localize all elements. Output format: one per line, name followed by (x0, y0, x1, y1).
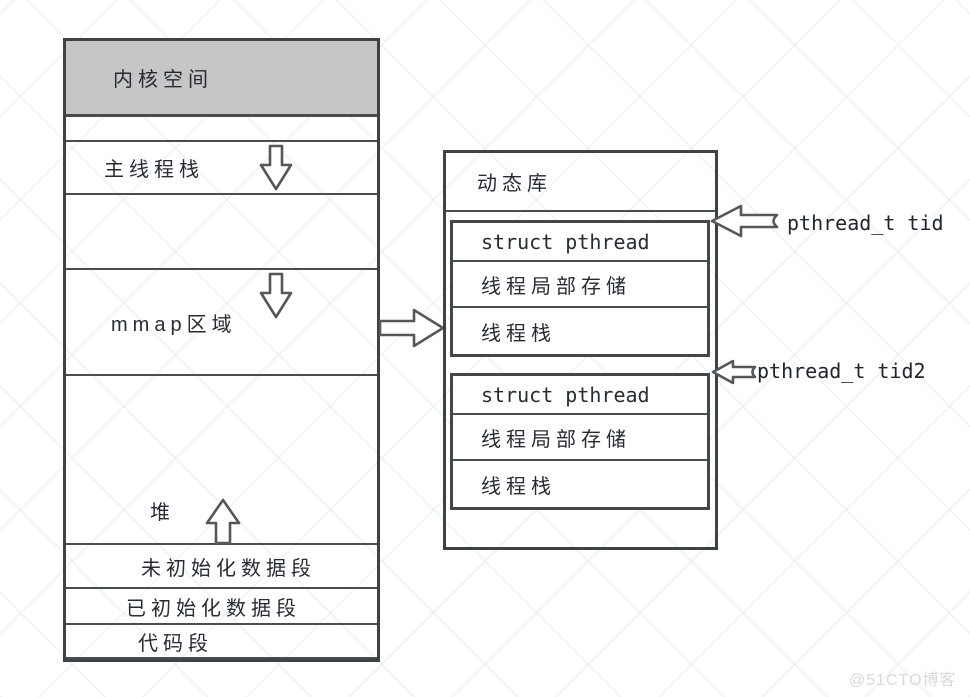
segment-mmap-area: mmap区域 (66, 270, 377, 376)
struct-pthread-row: struct pthread (453, 376, 707, 415)
dynamic-library-box: 动态库 struct pthread 线程局部存储 线程栈 struct pth… (443, 150, 718, 550)
mmap-grow-down-arrow-icon (259, 272, 293, 319)
segment-gap (66, 195, 377, 270)
segment-label: 堆 (150, 502, 175, 524)
segment-code: 代码段 (66, 625, 377, 659)
thread-stack-row: 线程栈 (453, 308, 707, 354)
process-address-space-box: 内核空间 主线程栈 mmap区域 堆 未初始化数据段 已初始化数据段 代码段 (63, 38, 380, 662)
segment-label: 已初始化数据段 (126, 597, 301, 620)
row-label: 线程局部存储 (481, 275, 631, 298)
pthread-tid-label: pthread_t tid (787, 211, 944, 235)
thread-stack-row: 线程栈 (453, 461, 707, 507)
segment-label: 主线程栈 (104, 159, 204, 181)
library-title: 动态库 (477, 173, 552, 195)
segment-label: 代码段 (138, 632, 213, 655)
row-label: struct pthread (481, 229, 650, 254)
library-title-row: 动态库 (446, 153, 715, 212)
segment-kernel-space: 内核空间 (66, 41, 377, 117)
thread-block-2: struct pthread 线程局部存储 线程栈 (450, 373, 710, 510)
segment-main-thread-stack: 主线程栈 (66, 142, 377, 195)
thread-local-storage-row: 线程局部存储 (453, 415, 707, 461)
thread-block-1: struct pthread 线程局部存储 线程栈 (450, 220, 710, 357)
segment-label: 未初始化数据段 (141, 557, 316, 580)
heap-grow-up-arrow-icon (205, 498, 241, 545)
stack-grow-down-arrow-icon (259, 144, 293, 191)
thread-local-storage-row: 线程局部存储 (453, 262, 707, 308)
segment-gap (66, 117, 377, 142)
tid-pointer-left-arrow-icon (710, 204, 779, 238)
segment-initialized-data: 已初始化数据段 (66, 589, 377, 625)
pthread-tid2-label: pthread_t tid2 (757, 359, 926, 383)
watermark-credit: @51CTO博客 (849, 672, 957, 689)
segment-uninitialized-data: 未初始化数据段 (66, 545, 377, 589)
row-label: 线程局部存储 (481, 428, 631, 451)
row-label: 线程栈 (481, 475, 556, 498)
struct-pthread-row: struct pthread (453, 223, 707, 262)
row-label: struct pthread (481, 382, 650, 407)
segment-label: mmap区域 (111, 313, 237, 336)
row-label: 线程栈 (481, 322, 556, 345)
segment-label: 内核空间 (113, 69, 213, 91)
mmap-to-library-arrow-icon (378, 308, 445, 348)
tid2-pointer-left-arrow-icon (711, 359, 757, 385)
